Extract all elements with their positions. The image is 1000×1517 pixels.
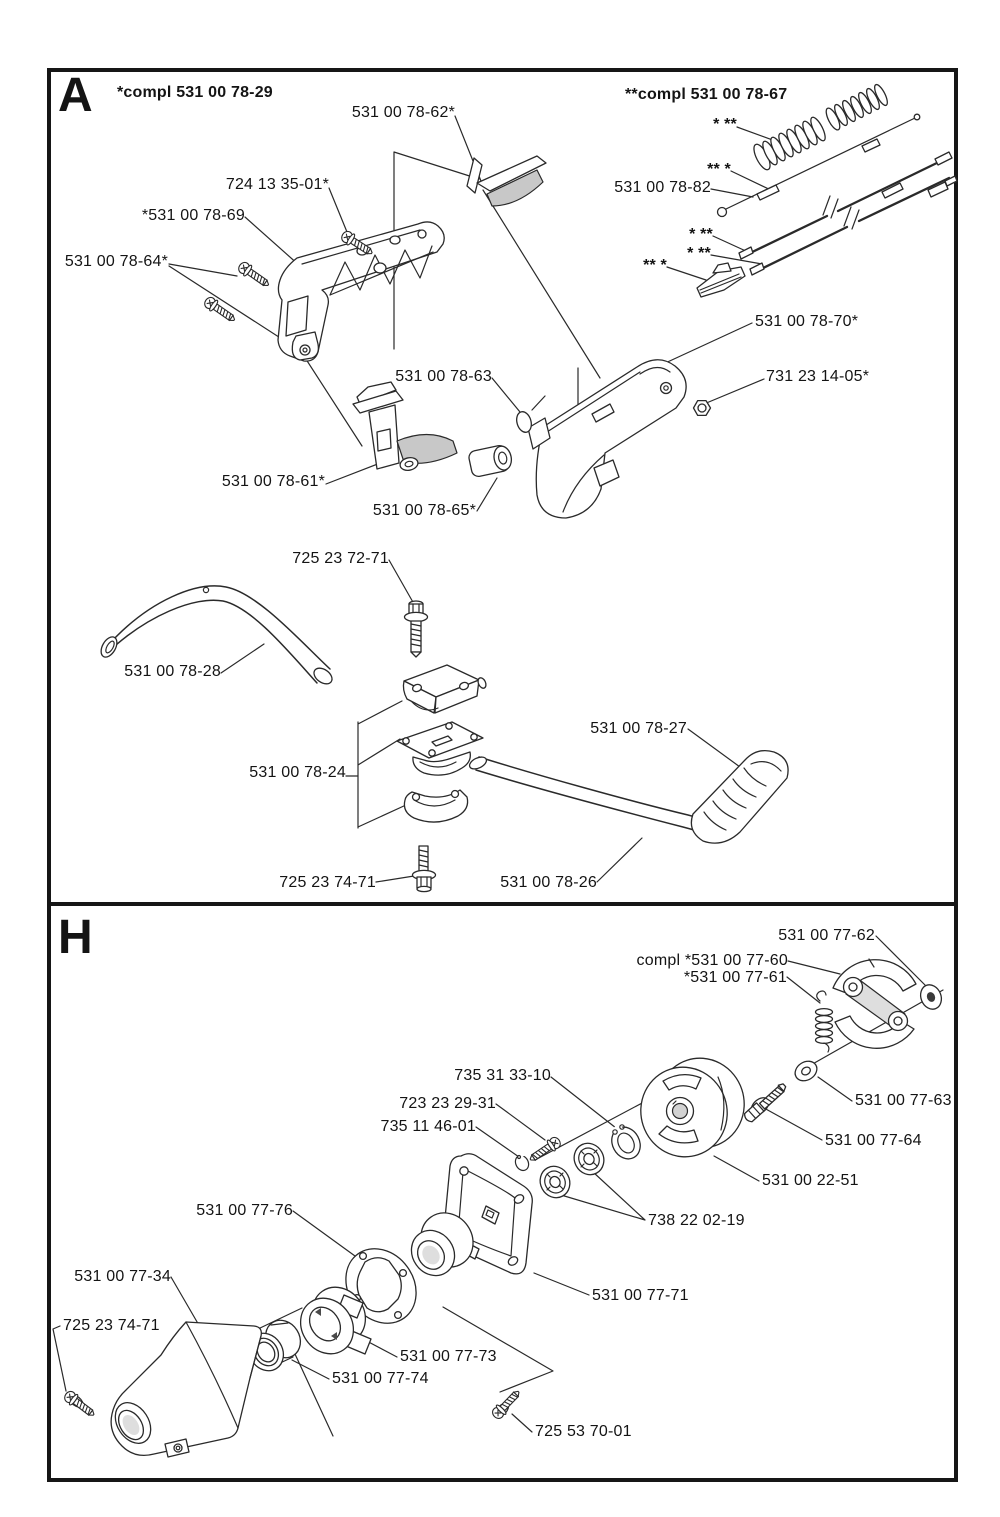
part-label-531-00-78-70: 531 00 78-70* bbox=[755, 313, 859, 330]
part-label-531-00-77-60: compl *531 00 77-60 bbox=[636, 952, 788, 969]
assembly-note-78-67: **compl 531 00 78-67 bbox=[625, 86, 788, 103]
part-label-531-00-77-73: 531 00 77-73 bbox=[400, 1348, 497, 1365]
part-label-723-23-29-31: 723 23 29-31 bbox=[399, 1095, 496, 1112]
screw-725-53-70-01 bbox=[489, 1386, 524, 1422]
ref-mark-2: ** * bbox=[707, 161, 731, 178]
part-label-531-00-77-61: *531 00 77-61 bbox=[683, 969, 787, 986]
ref-mark-5: ** * bbox=[643, 257, 667, 274]
part-label-531-00-78-28: 531 00 78-28 bbox=[124, 663, 221, 680]
part-label-531-00-78-61: 531 00 78-61* bbox=[221, 473, 325, 490]
part-washer-77-62 bbox=[919, 984, 943, 1010]
part-clutch-drum bbox=[640, 1057, 745, 1158]
part-clutch-spring bbox=[814, 990, 834, 1053]
part-label-725-23-74-71-a: 725 23 74-71 bbox=[279, 874, 376, 891]
projection-lines-a bbox=[301, 151, 601, 447]
part-label-531-00-78-24: 531 00 78-24 bbox=[249, 764, 346, 781]
part-label-725-23-72-71: 725 23 72-71 bbox=[292, 550, 389, 567]
part-grip bbox=[690, 749, 789, 844]
part-label-531-00-77-71: 531 00 77-71 bbox=[592, 1287, 689, 1304]
part-clamp-bolt-lower bbox=[411, 845, 437, 893]
part-label-531-00-77-34: 531 00 77-34 bbox=[74, 1268, 171, 1285]
part-trigger-lockout bbox=[352, 381, 458, 471]
part-handle-bracket bbox=[277, 221, 445, 362]
part-label-531-00-78-62: 531 00 78-62* bbox=[351, 104, 455, 121]
cable-conduits bbox=[738, 151, 958, 276]
part-label-531-00-77-63: 531 00 77-63 bbox=[855, 1092, 952, 1109]
part-label-531-00-77-62: 531 00 77-62 bbox=[778, 927, 875, 944]
part-washer-77-63 bbox=[794, 1060, 818, 1082]
part-handlebar-left bbox=[100, 585, 333, 685]
part-label-531-00-77-76: 531 00 77-76 bbox=[196, 1202, 293, 1219]
part-label-531-00-77-74: 531 00 77-74 bbox=[332, 1370, 429, 1387]
part-label-531-00-78-82: 531 00 78-82 bbox=[614, 179, 711, 196]
part-label-725-53-70-01: 725 53 70-01 bbox=[535, 1423, 632, 1440]
bracket-lines-78-24 bbox=[357, 700, 407, 829]
part-clamp-bolt-upper bbox=[403, 600, 429, 658]
part-label-731-23-14-05: 731 23 14-05* bbox=[766, 368, 870, 385]
part-circlip bbox=[610, 1123, 641, 1160]
part-label-735-31-33-10: 735 31 33-10 bbox=[454, 1067, 551, 1084]
screw-725-23-74-71 bbox=[61, 1388, 98, 1421]
part-lock-washer bbox=[514, 1152, 530, 1172]
part-cable-kit bbox=[696, 83, 958, 298]
ref-mark-4: * ** bbox=[687, 245, 711, 262]
section-h-drawing bbox=[52, 935, 944, 1458]
part-label-725-23-74-71-h: 725 23 74-71 bbox=[63, 1317, 160, 1334]
cable-conduit-springs bbox=[753, 83, 888, 171]
part-handlebar-right bbox=[468, 749, 789, 844]
part-label-531-00-78-27: 531 00 78-27 bbox=[590, 720, 687, 737]
part-label-531-00-78-26: 531 00 78-26 bbox=[500, 874, 597, 891]
leader-lines-a bbox=[168, 115, 790, 883]
part-label-531-00-78-63: 531 00 78-63 bbox=[395, 368, 492, 385]
ref-mark-3: * ** bbox=[689, 226, 713, 243]
screw-531-00-78-64-a bbox=[235, 259, 273, 291]
section-letter-h: H bbox=[58, 911, 93, 964]
part-bearings bbox=[539, 1142, 605, 1199]
section-a-drawing bbox=[100, 83, 958, 893]
part-shaft-clamp bbox=[299, 1286, 372, 1355]
assembly-note-78-29: *compl 531 00 78-29 bbox=[117, 84, 273, 101]
part-clutch-housing bbox=[410, 1153, 533, 1277]
part-clamp-set bbox=[396, 664, 487, 823]
part-throttle-housing bbox=[527, 359, 687, 519]
part-label-724-13-35-01: 724 13 35-01* bbox=[225, 176, 329, 193]
section-letter-a: A bbox=[58, 69, 93, 122]
part-clutch-assembly bbox=[832, 958, 917, 1049]
leader-lines-h bbox=[52, 935, 929, 1433]
part-label-738-22-02-19: 738 22 02-19 bbox=[648, 1212, 745, 1229]
part-label-735-11-46-01: 735 11 46-01 bbox=[380, 1118, 476, 1135]
part-label-531-00-78-69: *531 00 78-69 bbox=[141, 207, 245, 224]
part-label-531-00-22-51: 531 00 22-51 bbox=[762, 1172, 859, 1189]
part-clutch-bolt bbox=[743, 1083, 787, 1123]
part-button bbox=[516, 411, 532, 433]
part-guard-cone bbox=[110, 1321, 262, 1458]
cable-break-marks bbox=[822, 195, 860, 230]
part-lock-nut bbox=[692, 399, 712, 417]
ref-mark-1: * ** bbox=[713, 116, 737, 133]
throttle-wire-531-00-78-82 bbox=[716, 113, 921, 218]
cable-clip bbox=[696, 262, 746, 298]
part-throttle-trigger bbox=[466, 155, 547, 207]
part-label-531-00-78-64: 531 00 78-64* bbox=[64, 253, 168, 270]
section-h-panel bbox=[47, 902, 958, 1482]
part-label-531-00-77-64: 531 00 77-64 bbox=[825, 1132, 922, 1149]
part-label-531-00-78-65: 531 00 78-65* bbox=[372, 502, 476, 519]
part-plug bbox=[468, 444, 513, 478]
